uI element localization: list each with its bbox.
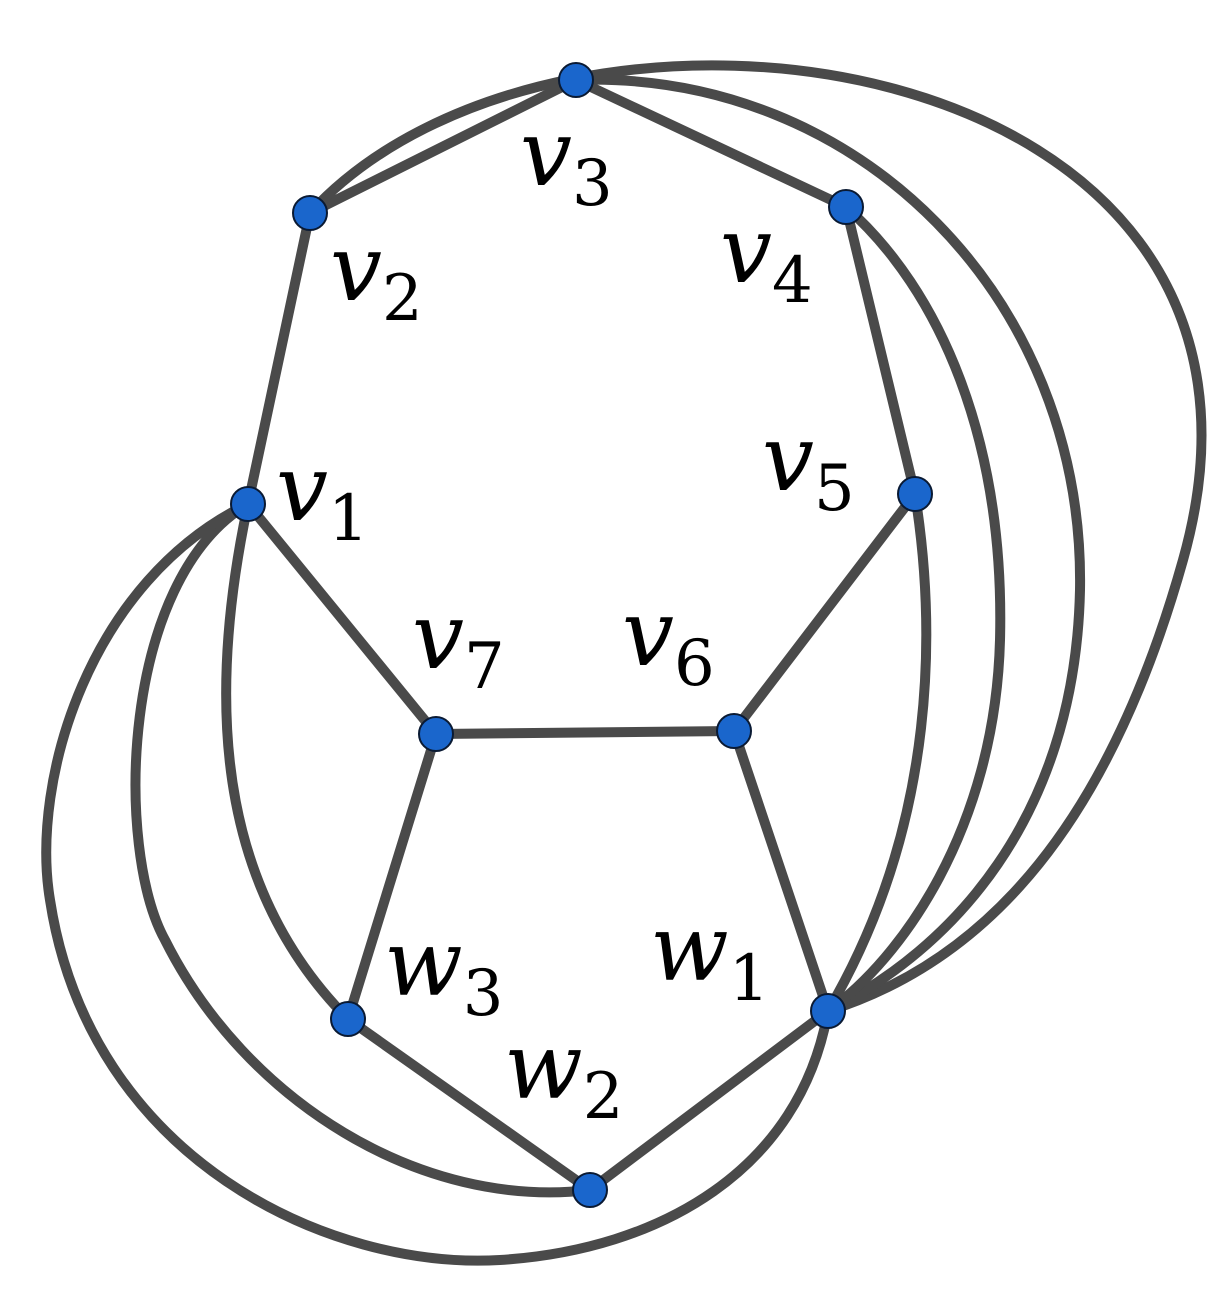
label-v7: v7 <box>412 583 505 704</box>
label-v2: v2 <box>330 215 423 336</box>
edge-v5-w1 <box>823 489 932 1016</box>
node-w3 <box>330 1001 366 1037</box>
edge-v4-v5 <box>841 202 920 499</box>
edge-w2-w1 <box>585 1006 833 1195</box>
edge-v7-w3 <box>343 729 441 1024</box>
edge-v3-w1 <box>571 74 1086 1016</box>
node-v7 <box>418 716 454 752</box>
node-w2 <box>572 1172 608 1208</box>
edge-v6-w1 <box>729 726 833 1016</box>
edge-v7-v1 <box>243 499 441 739</box>
label-v6: v6 <box>622 580 715 701</box>
edge-v5-v6 <box>729 489 920 736</box>
label-w1: w1 <box>650 895 769 1016</box>
node-v1 <box>230 486 266 522</box>
node-v6 <box>716 713 752 749</box>
node-v3 <box>558 62 594 98</box>
label-v3: v3 <box>520 100 613 221</box>
edge-v1-v2 <box>243 208 315 509</box>
edge-v2-v3 <box>305 75 581 218</box>
label-v1: v1 <box>276 435 369 556</box>
edge-v1-w3 <box>221 499 353 1024</box>
edge-v3-v4 <box>571 75 851 212</box>
node-v4 <box>828 189 864 225</box>
label-layer: v1 v2 v3 v4 v5 v6 v7 w1 w2 w3 <box>276 100 855 1134</box>
edge-v1-w1 <box>41 499 833 1266</box>
node-layer <box>230 62 933 1208</box>
node-w1 <box>810 993 846 1029</box>
label-v4: v4 <box>720 197 813 318</box>
edge-v6-v7 <box>431 726 739 739</box>
edge-w3-w2 <box>343 1014 595 1195</box>
node-v2 <box>292 195 328 231</box>
label-w3: w3 <box>384 910 503 1031</box>
node-v5 <box>897 476 933 512</box>
label-v5: v5 <box>762 405 855 526</box>
label-w2: w2 <box>504 1013 623 1134</box>
edge-v1-w2 <box>130 499 595 1198</box>
edge-v4-w1 <box>823 202 1006 1016</box>
